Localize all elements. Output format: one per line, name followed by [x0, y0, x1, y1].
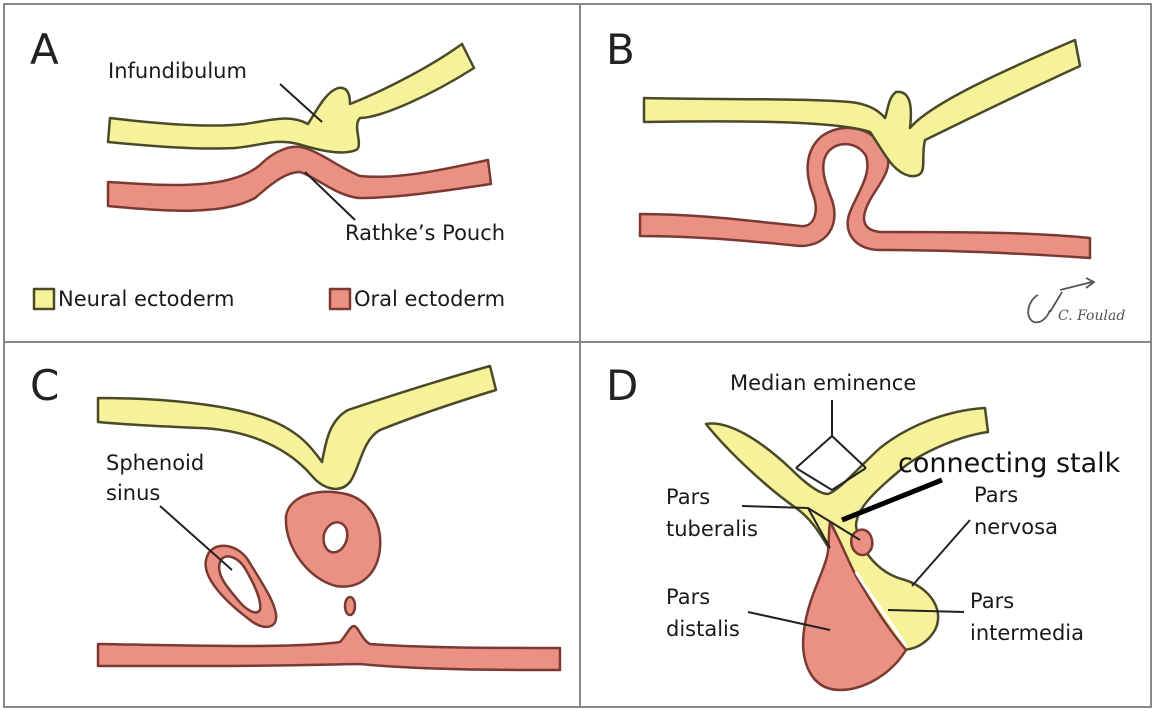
panel-c-letter: C: [30, 361, 59, 410]
panel-b: B C. Foulad: [606, 25, 1125, 324]
panel-c: C Sphenoid sinus: [30, 361, 560, 670]
panel-a-letter: A: [30, 25, 59, 74]
leader-sphenoid-sinus: [160, 506, 232, 570]
legend-neural-swatch: [34, 289, 54, 309]
oral-ectoderm-a: [108, 147, 491, 211]
artist-signature: C. Foulad: [1028, 278, 1125, 324]
sphenoid-sinus-shape: [206, 546, 277, 627]
signature-text: C. Foulad: [1058, 308, 1125, 324]
label-pars-tuberalis-2: tuberalis: [666, 517, 758, 541]
leader-pars-nervosa: [912, 520, 970, 586]
panel-d: D Median eminence connecting stalk Pars …: [606, 361, 1121, 690]
label-pars-distalis-2: distalis: [666, 617, 740, 641]
label-pars-intermedia-2: intermedia: [970, 621, 1084, 645]
panel-d-letter: D: [606, 361, 638, 410]
label-sphenoid-line2: sinus: [106, 481, 160, 505]
rathkes-pouch-vesicle: [286, 492, 380, 587]
label-pars-distalis-1: Pars: [666, 585, 710, 609]
oral-ectoderm-b: [640, 128, 1090, 258]
label-pars-nervosa-1: Pars: [974, 483, 1018, 507]
panel-b-letter: B: [606, 25, 635, 74]
label-sphenoid-line1: Sphenoid: [106, 451, 204, 475]
label-pars-tuberalis-1: Pars: [666, 485, 710, 509]
neural-ectoderm-b: [644, 40, 1080, 176]
label-pars-nervosa-2: nervosa: [974, 515, 1058, 539]
legend-oral-swatch: [330, 289, 350, 309]
oral-ectoderm-c: [98, 626, 560, 670]
label-infundibulum: Infundibulum: [108, 59, 247, 83]
leader-infundibulum: [280, 84, 322, 122]
label-pars-intermedia-1: Pars: [970, 589, 1014, 613]
pars-tuberalis-shape: [851, 530, 872, 555]
oral-fragment: [345, 597, 355, 615]
legend-neural-label: Neural ectoderm: [58, 287, 234, 311]
label-median-eminence: Median eminence: [730, 371, 916, 395]
label-rathkes-pouch: Rathke’s Pouch: [345, 221, 505, 245]
label-connecting-stalk: connecting stalk: [898, 448, 1121, 479]
legend-oral-label: Oral ectoderm: [354, 287, 505, 311]
panel-a: A Infundibulum Rathke’s Pouch Neural ect…: [30, 25, 505, 311]
legend: Neural ectoderm Oral ectoderm: [34, 287, 505, 311]
